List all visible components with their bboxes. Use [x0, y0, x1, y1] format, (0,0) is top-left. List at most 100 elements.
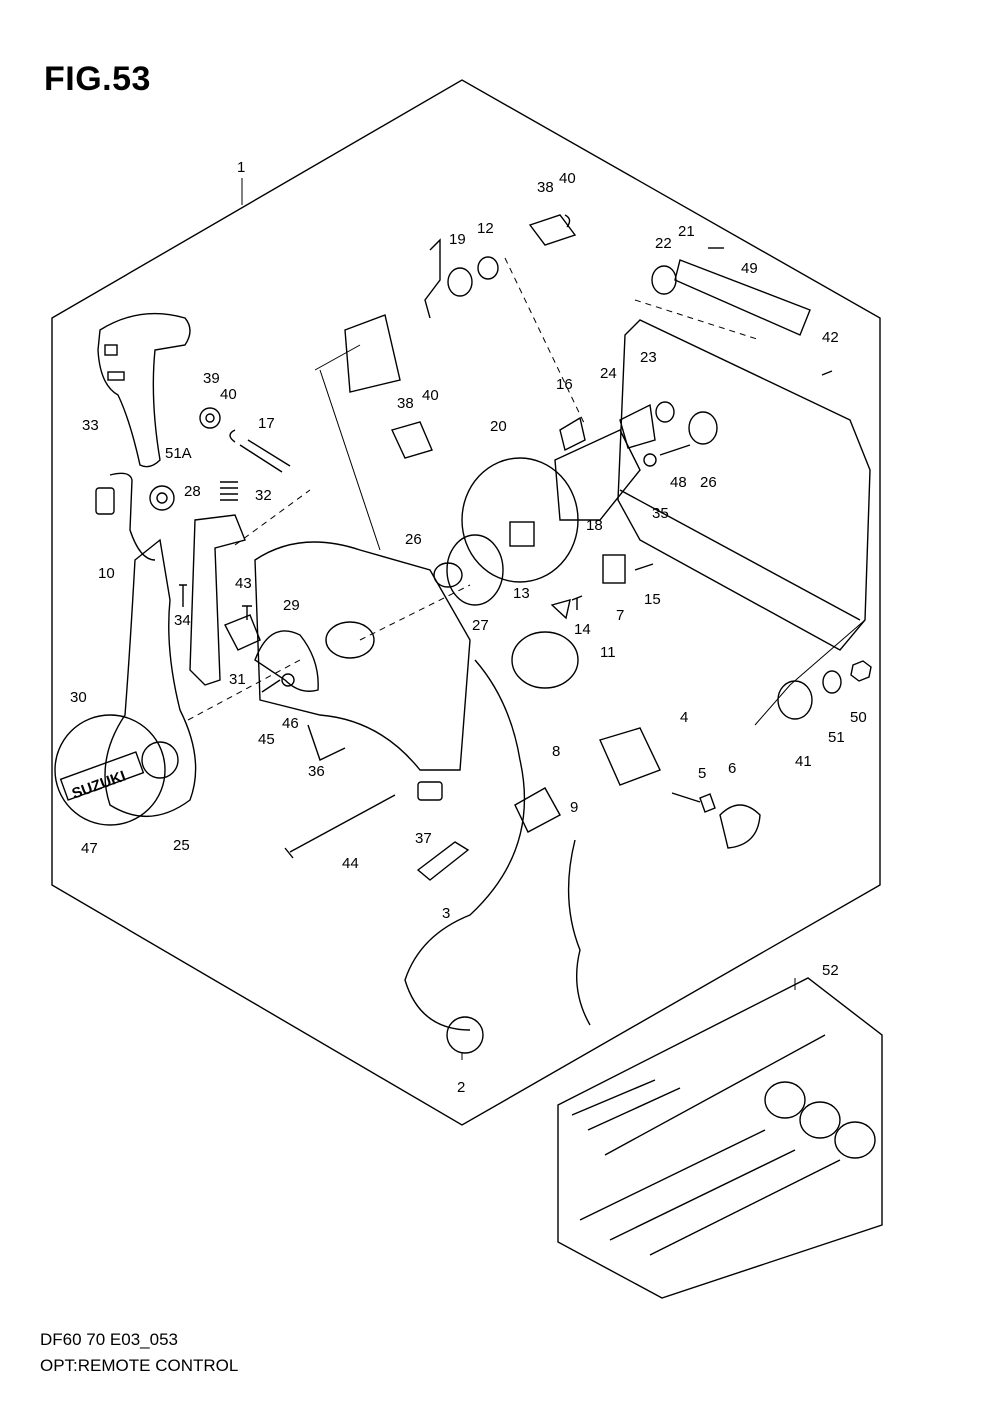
hub-cover — [54, 714, 166, 826]
callout-12: 12 — [477, 220, 494, 237]
callout-23: 23 — [640, 349, 657, 366]
callout-24: 24 — [600, 365, 617, 382]
callout-45: 45 — [258, 731, 275, 748]
callout-27: 27 — [472, 617, 489, 634]
clip-40-top — [564, 214, 571, 228]
harness-3 — [404, 659, 526, 1031]
callout-2: 2 — [457, 1079, 465, 1096]
clip-40 — [229, 429, 236, 443]
callout-50: 50 — [850, 709, 867, 726]
callout-4: 4 — [680, 709, 688, 726]
callout-42: 42 — [822, 329, 839, 346]
kit-contents — [571, 1034, 876, 1256]
callout-10: 10 — [98, 565, 115, 582]
lever-arm — [104, 538, 197, 817]
callout-30: 30 — [70, 689, 87, 706]
washer-19 — [447, 267, 473, 297]
callout-31: 31 — [229, 671, 246, 688]
callout-46: 46 — [282, 715, 299, 732]
callout-38a: 38 — [537, 179, 554, 196]
callout-15: 15 — [644, 591, 661, 608]
ring-23 — [655, 401, 675, 423]
callout-40b: 40 — [422, 387, 439, 404]
block-38-top — [528, 214, 577, 246]
callout-19: 19 — [449, 231, 466, 248]
detent-13 — [550, 599, 571, 620]
screw-15 — [634, 563, 654, 571]
figure-description: OPT:REMOTE CONTROL — [40, 1356, 239, 1375]
screw-14 — [571, 595, 583, 610]
callout-6: 6 — [728, 760, 736, 777]
callout-25: 25 — [173, 837, 190, 854]
callout-8: 8 — [552, 743, 560, 760]
lever-21 — [674, 259, 811, 336]
callout-3: 3 — [442, 905, 450, 922]
switch-8 — [514, 787, 561, 833]
callout-21: 21 — [678, 223, 695, 240]
control-handle — [97, 312, 191, 468]
block-38-mid — [391, 421, 433, 459]
buzzer-11 — [511, 631, 579, 689]
neutral-switch-7 — [602, 554, 626, 584]
washer-39 — [199, 407, 221, 429]
callout-17: 17 — [258, 415, 275, 432]
plate-31 — [224, 614, 261, 651]
callout-39: 39 — [203, 370, 220, 387]
shaft-16 — [559, 416, 586, 452]
screw-48 — [659, 444, 691, 456]
callout-18: 18 — [586, 517, 603, 534]
callout-43: 43 — [235, 575, 252, 592]
pin-17 — [239, 439, 291, 473]
cap-6 — [719, 804, 761, 849]
trim-switch — [95, 472, 156, 561]
control-housing — [254, 541, 471, 771]
callout-38b: 38 — [397, 395, 414, 412]
callout-14: 14 — [574, 621, 591, 638]
callout-33: 33 — [82, 417, 99, 434]
assembly-outline — [51, 79, 881, 1126]
linkage — [424, 238, 441, 319]
callout-44: 44 — [342, 855, 359, 872]
cam-29 — [254, 630, 319, 692]
callout-22: 22 — [655, 235, 672, 252]
screw-42 — [821, 370, 833, 376]
plate — [416, 841, 470, 881]
spring-32 — [220, 481, 238, 501]
callout-32: 32 — [255, 487, 272, 504]
kit-outline — [557, 977, 883, 1299]
disc-27 — [446, 534, 504, 606]
plate-18 — [554, 429, 641, 521]
callout-35: 35 — [652, 505, 669, 522]
callout-52: 52 — [822, 962, 839, 979]
callout-48: 48 — [670, 474, 687, 491]
callout-16: 16 — [556, 376, 573, 393]
callout-47: 47 — [81, 840, 98, 857]
nut-50 — [850, 660, 872, 682]
callout-9: 9 — [570, 799, 578, 816]
bracket-28 — [189, 514, 246, 686]
figure-title: FIG.53 — [44, 60, 151, 98]
ring-22 — [651, 265, 677, 295]
callout-28: 28 — [184, 483, 201, 500]
bolt-44 — [284, 794, 396, 859]
callout-40c: 40 — [559, 170, 576, 187]
callout-49: 49 — [741, 260, 758, 277]
washer-51 — [822, 670, 842, 694]
key-switch — [599, 727, 661, 786]
washer-51a — [149, 485, 175, 511]
leader-lines — [241, 178, 866, 1060]
callout-40a: 40 — [220, 386, 237, 403]
screw-43 — [242, 605, 252, 620]
connector-2 — [446, 1016, 484, 1054]
callout-5: 5 — [698, 765, 706, 782]
cover-rail — [619, 489, 861, 621]
callout-26b: 26 — [700, 474, 717, 491]
callout-26a: 26 — [405, 531, 422, 548]
callout-34: 34 — [174, 612, 191, 629]
key-5 — [671, 792, 716, 813]
guide-lines — [187, 257, 761, 721]
upper-bracket — [344, 314, 401, 393]
callout-51: 51 — [828, 729, 845, 746]
